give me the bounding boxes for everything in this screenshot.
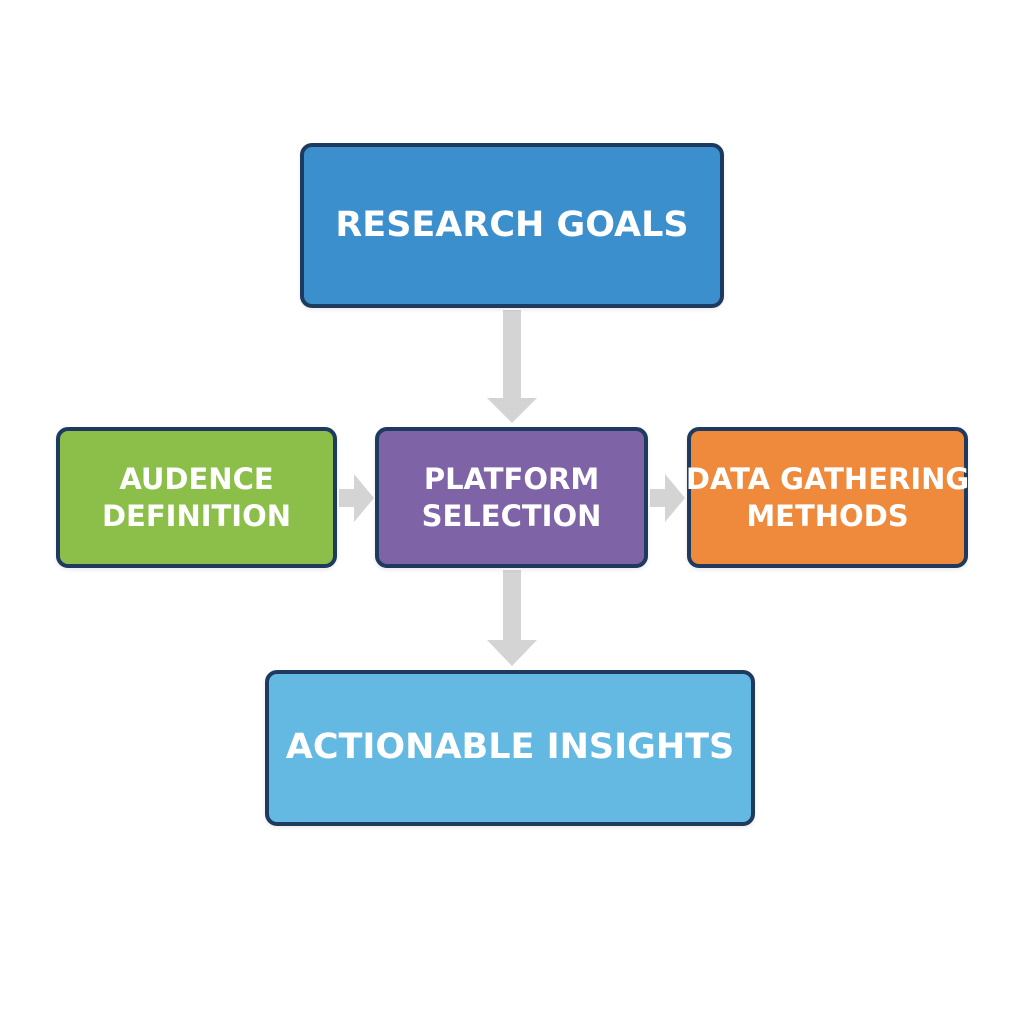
node-research-goals: RESEARCH GOALS — [300, 143, 724, 308]
arrow-audience-to-platform — [339, 474, 374, 522]
node-audience-definition-label-line2: DEFINITION — [101, 498, 292, 533]
node-audience-definition: AUDENCE DEFINITION — [56, 427, 337, 568]
node-research-goals-label: RESEARCH GOALS — [335, 204, 689, 245]
node-audience-definition-label-line1: AUDENCE — [119, 462, 274, 497]
node-data-gathering-label-line1: DATA GATHERING — [685, 462, 970, 497]
arrow-platform-to-data — [650, 474, 685, 522]
node-actionable-insights-label: ACTIONABLE INSIGHTS — [285, 727, 735, 768]
node-platform-selection-label-line2: SELECTION — [421, 498, 602, 533]
node-data-gathering-methods: DATA GATHERING METHODS — [685, 427, 970, 568]
node-actionable-insights: ACTIONABLE INSIGHTS — [265, 670, 755, 826]
arrow-goals-to-platform — [487, 310, 537, 423]
node-platform-selection: PLATFORM SELECTION — [375, 427, 648, 568]
arrow-platform-to-insights — [487, 570, 537, 666]
node-data-gathering-label-line2: METHODS — [746, 498, 909, 533]
node-platform-selection-label-line1: PLATFORM — [423, 462, 600, 497]
